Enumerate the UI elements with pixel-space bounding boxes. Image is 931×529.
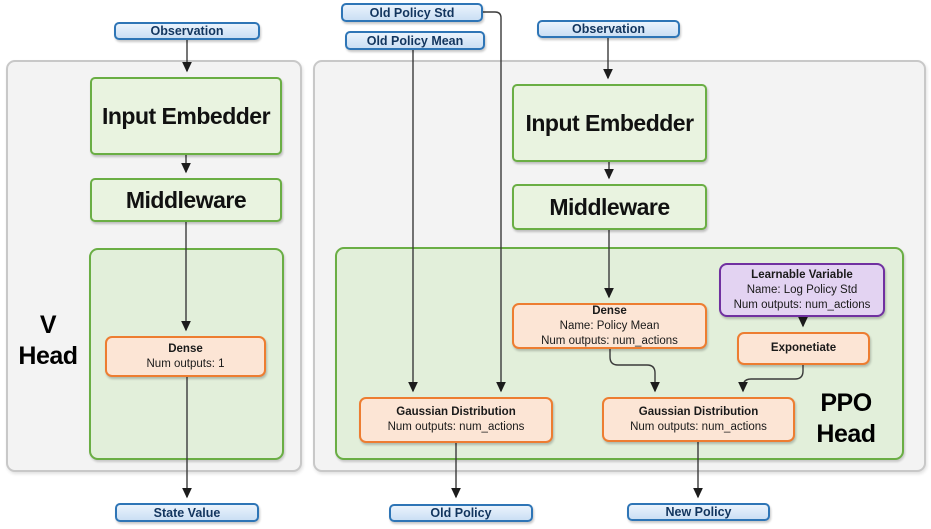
ppo-exponetiate-label: Exponetiate [770,342,837,354]
v-middleware-label: Middleware [125,186,247,213]
ppo-middleware-label: Middleware [549,193,670,220]
ppo-gaussian-old-sub1: Num outputs: num_actions [387,421,525,434]
ppo-head-label-line1: PPO [820,389,872,417]
input-old-policy-mean: Old Policy Mean [345,31,485,50]
output-state-value: State Value [115,503,259,522]
v-head-label: V Head [8,310,88,372]
input-old-policy-std-label: Old Policy Std [369,5,455,20]
v-input-embedder: Input Embedder [90,77,282,155]
ppo-learnable-sub1: Name: Log Policy Std [746,284,858,296]
input-observation-left: Observation [114,22,260,40]
input-old-policy-std: Old Policy Std [341,3,483,22]
input-observation-left-label: Observation [150,24,224,38]
ppo-head-label-line2: Head [816,420,876,448]
v-dense-sub1: Num outputs: 1 [146,357,225,370]
ppo-learnable-variable: Learnable Variable Name: Log Policy Std … [719,263,885,317]
v-head-label-line2: Head [18,342,78,370]
ppo-middleware: Middleware [512,184,707,230]
ppo-gaussian-new-sub1: Num outputs: num_actions [630,420,767,433]
ppo-gaussian-new: Gaussian Distribution Num outputs: num_a… [602,397,795,442]
ppo-gaussian-new-title: Gaussian Distribution [638,405,759,418]
ppo-learnable-title: Learnable Variable [751,269,853,281]
ppo-input-embedder-label: Input Embedder [525,109,694,136]
ppo-dense-sub1: Name: Policy Mean [559,320,660,332]
ppo-learnable-sub2: Num outputs: num_actions [733,298,871,311]
v-middleware: Middleware [90,178,282,222]
ppo-dense-title: Dense [592,305,627,317]
output-state-value-label: State Value [153,505,221,520]
v-dense: Dense Num outputs: 1 [105,336,266,377]
output-old-policy-label: Old Policy [430,506,492,520]
output-new-policy: New Policy [627,503,770,521]
v-head-label-line1: V [39,311,57,339]
ppo-dense-policy-mean: Dense Name: Policy Mean Num outputs: num… [512,303,707,349]
output-new-policy-label: New Policy [665,505,732,519]
ppo-exponetiate: Exponetiate [737,332,870,365]
output-old-policy: Old Policy [389,504,533,522]
input-old-policy-mean-label: Old Policy Mean [366,33,464,48]
ppo-input-embedder: Input Embedder [512,84,707,162]
ppo-dense-sub2: Num outputs: num_actions [541,334,678,347]
input-observation-right-label: Observation [572,22,645,36]
ppo-head-label: PPO Head [806,388,886,450]
input-observation-right: Observation [537,20,680,38]
v-input-embedder-label: Input Embedder [101,102,271,129]
v-dense-title: Dense [168,342,203,355]
ppo-gaussian-old: Gaussian Distribution Num outputs: num_a… [359,397,553,443]
ppo-gaussian-old-title: Gaussian Distribution [396,406,516,419]
